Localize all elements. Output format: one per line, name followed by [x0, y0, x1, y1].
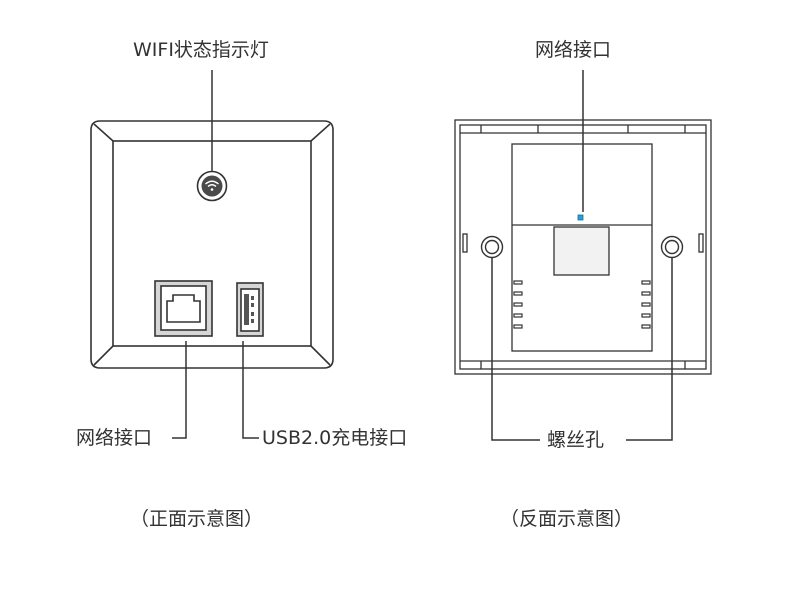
- front-network-port-label: 网络接口: [76, 427, 153, 449]
- back-led-icon: [577, 214, 584, 221]
- wifi-led-icon: [196, 170, 228, 202]
- front-caption: （正面示意图）: [130, 508, 264, 530]
- front-leader-lines: [172, 70, 259, 439]
- back-caption: （反面示意图）: [500, 508, 634, 530]
- back-panel: [454, 119, 712, 375]
- back-leader-lines: [491, 70, 673, 441]
- screw-hole-label: 螺丝孔: [547, 429, 605, 451]
- wifi-led-label: WIFI状态指示灯: [133, 39, 269, 61]
- front-outer-frame: [90, 120, 334, 369]
- screw-hole-right: [660, 235, 684, 259]
- vent-slots: [513, 280, 651, 329]
- screw-holes: [480, 235, 684, 259]
- back-body: [511, 143, 653, 352]
- usb-port-label: USB2.0充电接口: [262, 427, 408, 449]
- back-network-port-label: 网络接口: [535, 39, 612, 61]
- screw-hole-left: [480, 235, 504, 259]
- back-network-port: [553, 226, 610, 276]
- network-leader-line: [172, 341, 187, 439]
- front-network-port: [154, 280, 213, 337]
- screw-leader-line-right: [626, 258, 673, 441]
- screw-leader-line-left: [491, 258, 540, 441]
- usb-leader-line: [242, 341, 259, 439]
- front-usb-port: [236, 282, 264, 337]
